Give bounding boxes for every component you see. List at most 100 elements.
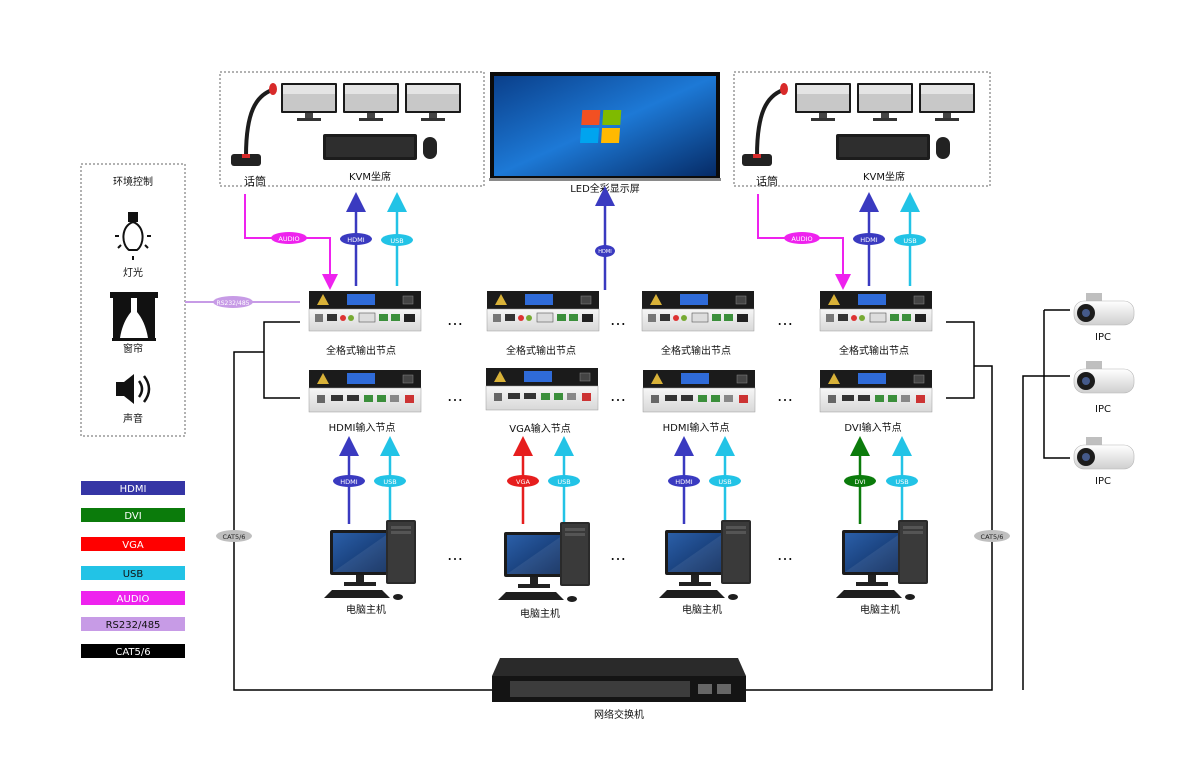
monitor-icon	[919, 83, 975, 121]
monitor-icon	[281, 83, 337, 121]
keyboard-icon	[323, 134, 417, 160]
windows-logo-icon	[580, 110, 622, 143]
hdmi-tag: HDMI	[668, 475, 700, 487]
svg-text:CAT5/6: CAT5/6	[223, 533, 246, 541]
pc-label: 电脑主机	[682, 603, 722, 616]
ellipsis: …	[777, 386, 793, 405]
computer-icon	[498, 522, 590, 602]
led-label: LED全彩显示屏	[570, 182, 640, 195]
curtain-label: 窗帘	[123, 342, 143, 355]
svg-text:USB: USB	[383, 478, 396, 486]
output-node-label: 全格式输出节点	[661, 344, 731, 357]
ipc-label: IPC	[1095, 404, 1111, 415]
speaker-icon	[116, 374, 151, 404]
ellipsis: …	[777, 310, 793, 329]
ipc-label: IPC	[1095, 476, 1111, 487]
pc-label: 电脑主机	[520, 607, 560, 620]
legend-item-hdmi: HDMI	[81, 481, 185, 495]
output-node-label: 全格式输出节点	[326, 344, 396, 357]
usb-tag: USB	[374, 475, 406, 487]
legend-item-usb: USB	[81, 566, 185, 580]
input-node-label: HDMI输入节点	[329, 421, 396, 434]
svg-text:HDMI: HDMI	[340, 478, 358, 486]
svg-text:VGA: VGA	[122, 540, 144, 551]
mic-label: 话筒	[756, 174, 778, 188]
input-node	[819, 369, 933, 413]
input-node-label: HDMI输入节点	[663, 421, 730, 434]
network-switch-icon	[492, 658, 746, 702]
dvi-tag: DVI	[844, 475, 876, 487]
computer-icon	[659, 520, 751, 600]
microphone-icon	[742, 83, 788, 166]
ellipsis: …	[610, 545, 626, 564]
usb-tag: USB	[709, 475, 741, 487]
monitor-icon	[857, 83, 913, 121]
svg-text:RS232/485: RS232/485	[217, 300, 250, 307]
input-node-label: DVI输入节点	[844, 421, 901, 434]
input-node	[485, 367, 599, 411]
ellipsis: …	[610, 310, 626, 329]
ellipsis: …	[447, 386, 463, 405]
usb-tag: USB	[886, 475, 918, 487]
legend: HDMI DVI VGA USB AUDIO RS232/485 CAT5/6	[81, 481, 185, 658]
switch-label: 网络交换机	[594, 708, 644, 721]
usb-tag: USB	[894, 234, 926, 246]
keyboard-icon	[836, 134, 930, 160]
svg-text:USB: USB	[123, 569, 144, 580]
kvm-seat-label: KVM坐席	[349, 170, 391, 183]
audio-tag: AUDIO	[271, 232, 307, 244]
ip-camera-icon	[1073, 292, 1135, 326]
output-node	[308, 290, 422, 332]
cat-network-left	[233, 321, 492, 691]
cat-network-right	[745, 309, 1070, 691]
vga-tag: VGA	[507, 475, 539, 487]
svg-text:DVI: DVI	[854, 478, 865, 486]
input-node	[308, 369, 422, 413]
svg-text:VGA: VGA	[516, 478, 530, 486]
output-node	[486, 290, 600, 332]
rs232-tag: RS232/485	[213, 296, 253, 308]
pc-label: 电脑主机	[860, 603, 900, 616]
input-node	[642, 369, 756, 413]
audio-tag: AUDIO	[784, 232, 820, 244]
hdmi-tag: HDMI	[853, 233, 885, 245]
svg-text:USB: USB	[390, 237, 403, 245]
svg-text:RS232/485: RS232/485	[106, 620, 161, 631]
cat-tag-left: CAT5/6	[216, 530, 252, 542]
mouse-icon	[423, 137, 437, 159]
output-node-label: 全格式输出节点	[506, 344, 576, 357]
left-seat-zone: 话筒 KVM坐席	[219, 71, 485, 188]
cat-tag-right: CAT5/6	[974, 530, 1010, 542]
svg-text:AUDIO: AUDIO	[117, 594, 150, 605]
mic-label: 话筒	[244, 174, 266, 188]
ellipsis: …	[447, 545, 463, 564]
monitor-icon	[343, 83, 399, 121]
svg-text:USB: USB	[557, 478, 570, 486]
svg-text:USB: USB	[718, 478, 731, 486]
computer-icon	[324, 520, 416, 600]
svg-text:HDMI: HDMI	[120, 484, 147, 495]
ellipsis: …	[610, 386, 626, 405]
led-hdmi-tag: HDMI	[595, 245, 615, 257]
svg-text:USB: USB	[895, 478, 908, 486]
svg-text:HDMI: HDMI	[860, 236, 878, 244]
svg-text:HDMI: HDMI	[598, 249, 611, 255]
light-bulb-icon	[115, 212, 151, 260]
output-node-label: 全格式输出节点	[839, 344, 909, 357]
svg-text:HDMI: HDMI	[347, 236, 365, 244]
ellipsis: …	[447, 310, 463, 329]
legend-item-vga: VGA	[81, 537, 185, 551]
svg-text:CAT5/6: CAT5/6	[981, 533, 1004, 541]
computer-icon	[836, 520, 928, 600]
output-node	[819, 290, 933, 332]
svg-text:CAT5/6: CAT5/6	[115, 647, 150, 658]
pc-label: 电脑主机	[346, 603, 386, 616]
svg-text:DVI: DVI	[124, 511, 141, 522]
legend-item-dvi: DVI	[81, 508, 185, 522]
env-title: 环境控制	[113, 175, 153, 188]
legend-item-rs232: RS232/485	[81, 617, 185, 631]
environment-control-zone: 环境控制 灯光 窗帘 声音	[80, 163, 186, 437]
microphone-icon	[231, 83, 277, 166]
svg-text:AUDIO: AUDIO	[278, 235, 299, 243]
